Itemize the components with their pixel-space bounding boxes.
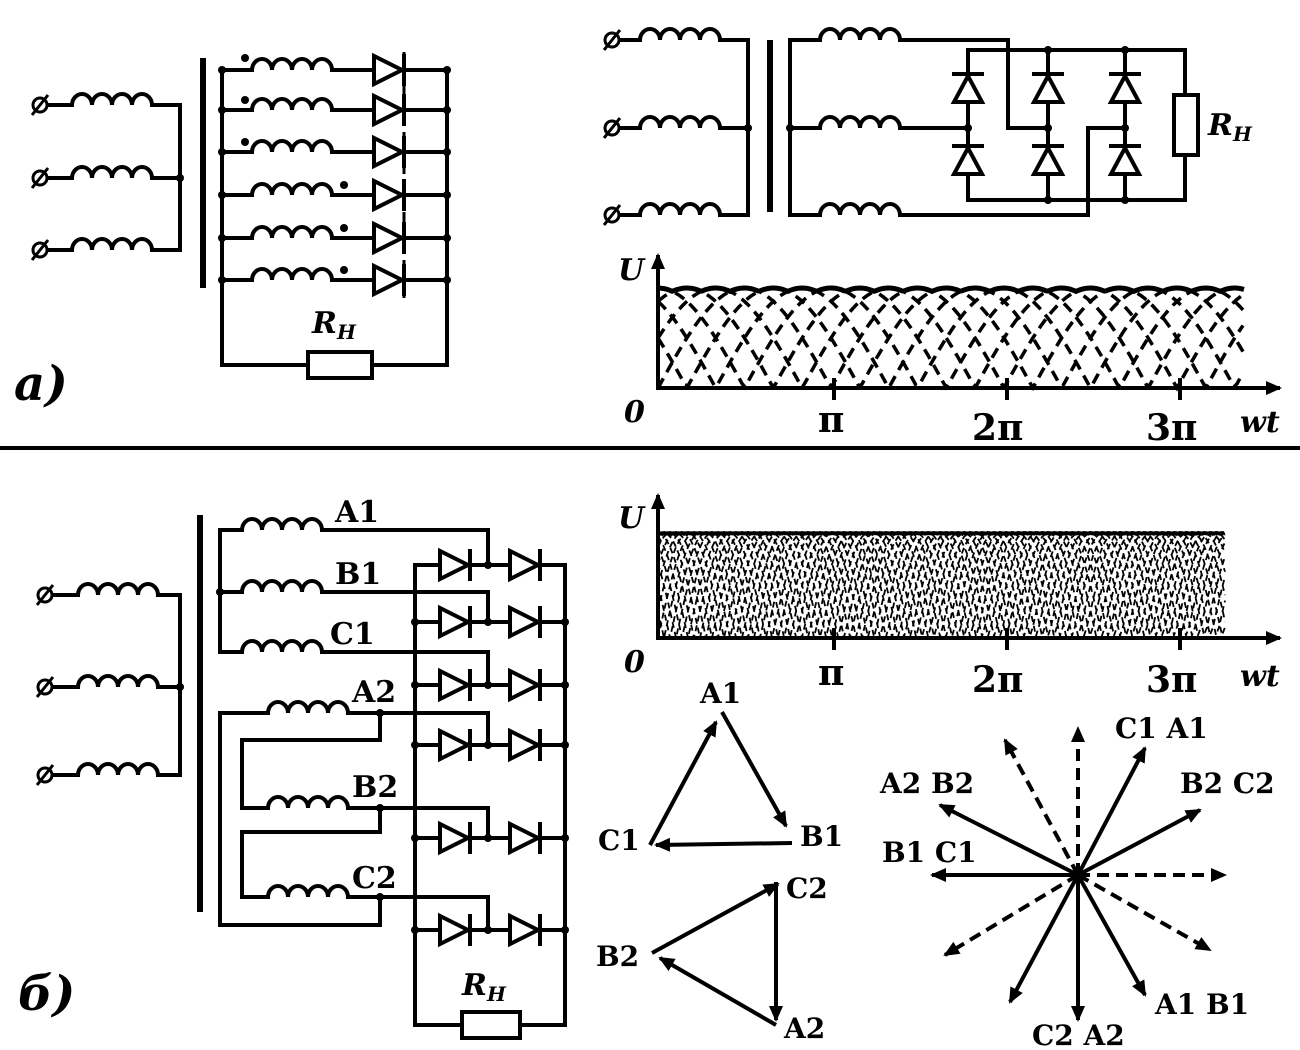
bridge-load-label: RН [1207, 108, 1253, 146]
tick-label: π [818, 652, 844, 694]
x-axis-label: wt [1240, 405, 1280, 440]
terminal-icon [35, 584, 55, 786]
phase-curve [657, 532, 1226, 640]
part-a-bridge-rectifier: RН [602, 27, 1253, 226]
phase-curve [657, 532, 1226, 640]
phase-curve [656, 286, 1245, 391]
part-b-twelve-phase-rectifier: RН A1 B1 C1 A2 B2 C2 б) [18, 495, 569, 1040]
vertex-label: A2 [783, 1012, 825, 1045]
phase-curve [657, 532, 1226, 640]
tick-label: 3π [1146, 407, 1197, 449]
phase-curve [657, 532, 1226, 640]
part-b-label: б) [18, 966, 75, 1022]
origin-label: 0 [624, 645, 645, 680]
origin-label: 0 [624, 395, 645, 430]
terminal-icon [602, 29, 622, 226]
phase-curve [657, 532, 1226, 640]
phase-curve [656, 286, 1245, 392]
phasor-label: B1 C1 [882, 836, 977, 869]
y-axis-label: U [618, 253, 646, 288]
part-a-label: а) [14, 356, 68, 412]
diode-array [411, 547, 569, 948]
primary-winding [30, 92, 184, 261]
tick-label: 2π [972, 407, 1023, 449]
winding-label: B2 [352, 770, 398, 805]
load-label-b: RН [461, 968, 507, 1006]
part-a-six-phase-rectifier: RН а) [14, 52, 451, 412]
phasor-label: C2 A2 [1032, 1019, 1125, 1050]
phasor-label: B2 C2 [1180, 767, 1275, 800]
envelope-curve [657, 285, 1245, 295]
winding-label: C2 [352, 861, 397, 896]
tick-label: π [818, 399, 844, 441]
vertex-label: B1 [800, 820, 843, 853]
load-resistor-icon [460, 1010, 522, 1040]
phase-curve [657, 532, 1226, 640]
terminal-icon [30, 94, 50, 261]
winding-label: C1 [330, 617, 375, 652]
winding-label: A1 [334, 495, 379, 530]
phasor-label: A1 B1 [1154, 988, 1249, 1021]
vector-triangle-2: C2 B2 A2 [596, 872, 828, 1045]
secondary-windings [218, 52, 451, 380]
load-resistor-icon [1172, 93, 1200, 157]
vector-triangle-1: A1 B1 C1 [598, 677, 843, 857]
phase-curve [657, 286, 1245, 391]
part-b-voltage-graph: U 0 wt π 2π 3π [618, 493, 1282, 701]
phase-curve [656, 286, 1244, 392]
vertex-label: C1 [598, 824, 640, 857]
vertex-label: B2 [596, 940, 639, 973]
phasor-label: C1 A1 [1115, 712, 1208, 745]
tick-label: 2π [972, 659, 1023, 701]
envelope-curve [657, 530, 1225, 536]
tick-label: 3π [1146, 659, 1197, 701]
load-resistor-icon [306, 350, 374, 380]
phase-curve [657, 532, 1226, 640]
y-axis-label: U [618, 501, 646, 536]
winding-label: A2 [351, 675, 396, 710]
primary-winding [35, 582, 184, 786]
vertex-label: A1 [699, 677, 741, 710]
phase-curve [657, 532, 1226, 640]
x-axis-label: wt [1240, 659, 1280, 694]
winding-label: B1 [335, 557, 381, 592]
part-a-voltage-graph: U 0 wt π 2π 3π [618, 253, 1282, 449]
vertex-label: C2 [786, 872, 828, 905]
phase-curve [657, 532, 1226, 640]
phasor-label: A2 B2 [879, 767, 974, 800]
load-label-a: RН [311, 306, 357, 344]
phasor-star-diagram: C1 A1 A2 B2 B2 C2 B1 C1 A1 B1 C2 A2 [879, 712, 1275, 1050]
